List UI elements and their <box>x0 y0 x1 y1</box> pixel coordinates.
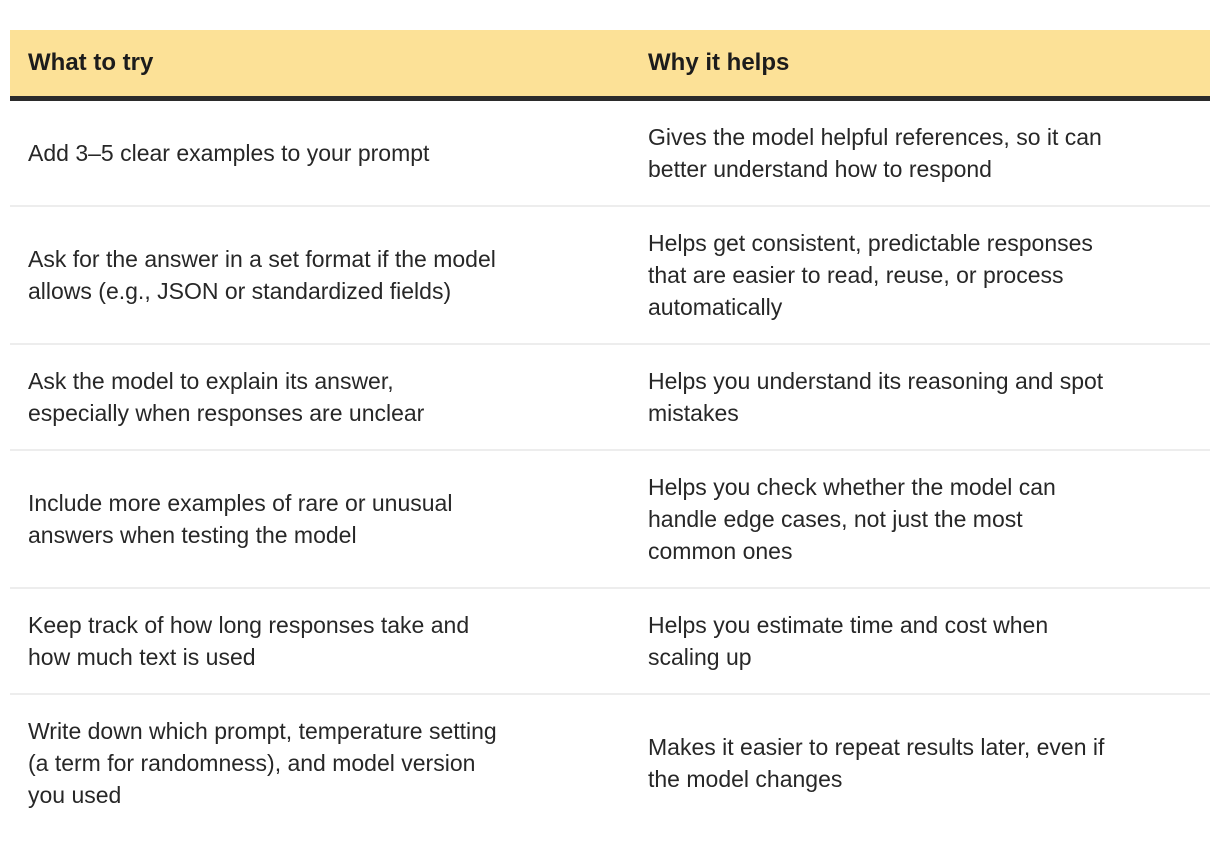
what-to-try-cell: Ask the model to explain its answer, esp… <box>10 344 630 451</box>
table-row: Ask the model to explain its answer, esp… <box>10 344 1210 451</box>
what-to-try-cell: Write down which prompt, temperature set… <box>10 694 630 831</box>
why-it-helps-cell: Helps you check whether the model can ha… <box>630 450 1210 589</box>
table-row: Include more examples of rare or unusual… <box>10 450 1210 589</box>
tips-table: What to try Why it helps Add 3–5 clear e… <box>10 30 1210 831</box>
table-row: Keep track of how long responses take an… <box>10 588 1210 695</box>
why-it-helps-cell: Helps you understand its reasoning and s… <box>630 344 1210 451</box>
table-header-row: What to try Why it helps <box>10 30 1210 101</box>
why-it-helps-cell: Makes it easier to repeat results later,… <box>630 694 1210 831</box>
what-to-try-cell: Include more examples of rare or unusual… <box>10 450 630 589</box>
why-it-helps-cell: Helps get consistent, predictable respon… <box>630 206 1210 345</box>
table-row: Ask for the answer in a set format if th… <box>10 206 1210 345</box>
column-header-what-to-try: What to try <box>10 30 630 101</box>
what-to-try-cell: Ask for the answer in a set format if th… <box>10 206 630 345</box>
why-it-helps-cell: Helps you estimate time and cost when sc… <box>630 588 1210 695</box>
table-row: Write down which prompt, temperature set… <box>10 694 1210 831</box>
column-header-why-it-helps: Why it helps <box>630 30 1210 101</box>
what-to-try-cell: Add 3–5 clear examples to your prompt <box>10 98 630 207</box>
table-row: Add 3–5 clear examples to your prompt Gi… <box>10 98 1210 207</box>
what-to-try-cell: Keep track of how long responses take an… <box>10 588 630 695</box>
why-it-helps-cell: Gives the model helpful references, so i… <box>630 98 1210 207</box>
